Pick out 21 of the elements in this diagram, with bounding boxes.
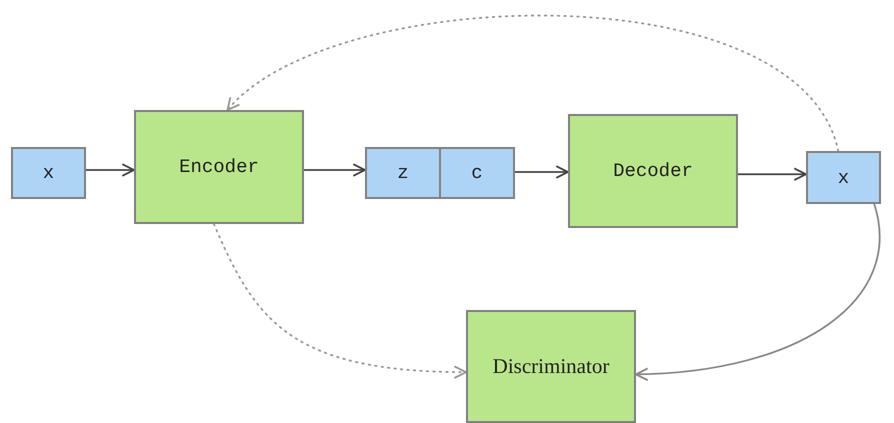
latent-box bbox=[365, 147, 441, 199]
process-box bbox=[134, 110, 304, 224]
arrow bbox=[303, 163, 366, 177]
arrow bbox=[514, 165, 569, 179]
input-box bbox=[11, 147, 86, 199]
box-label: x bbox=[838, 166, 850, 188]
arrow bbox=[85, 163, 135, 177]
box-label: c bbox=[471, 162, 483, 184]
arrow bbox=[226, 14, 840, 152]
arrow bbox=[213, 223, 467, 379]
arrow bbox=[635, 203, 880, 381]
box-label: Decoder bbox=[613, 160, 693, 182]
box-label: Encoder bbox=[179, 156, 259, 178]
box-label: Discriminator bbox=[492, 354, 610, 379]
process-box bbox=[466, 310, 636, 423]
process-box bbox=[568, 114, 738, 228]
box-label: z bbox=[397, 162, 409, 184]
box-label: x bbox=[42, 162, 54, 184]
output-box bbox=[806, 151, 881, 204]
arrow bbox=[737, 167, 807, 182]
latent-box bbox=[439, 147, 515, 199]
